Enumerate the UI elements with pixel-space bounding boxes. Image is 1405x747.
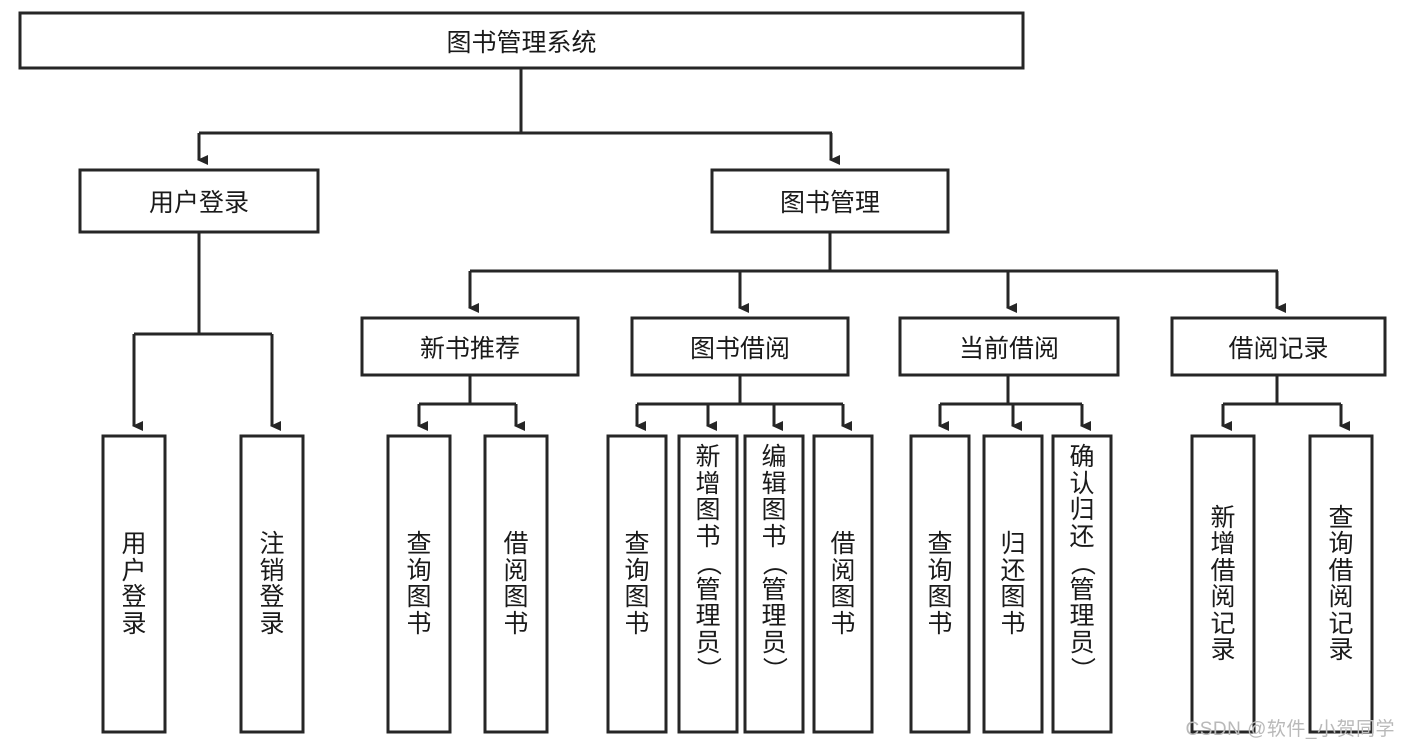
node-leaf-query-record[interactable] bbox=[1308, 434, 1374, 734]
node-leaf-query-book-1[interactable] bbox=[386, 434, 452, 734]
node-leaf-return-book[interactable] bbox=[982, 434, 1044, 734]
connector-root-bus bbox=[199, 68, 832, 135]
node-current-borrow[interactable] bbox=[898, 316, 1120, 377]
node-leaf-add-record[interactable] bbox=[1190, 434, 1256, 734]
connector-book-borrow-bus bbox=[637, 375, 843, 406]
node-borrow-record[interactable] bbox=[1170, 316, 1387, 377]
node-leaf-edit-book[interactable] bbox=[743, 434, 805, 734]
node-leaf-query-book-3[interactable] bbox=[909, 434, 971, 734]
connector-borrow-record-bus bbox=[1223, 375, 1341, 406]
node-leaf-user-login[interactable] bbox=[101, 434, 167, 734]
node-leaf-borrow-book-1[interactable] bbox=[483, 434, 549, 734]
connector-new-book-recommend-bus bbox=[419, 375, 516, 406]
connector-user-login-bus bbox=[134, 232, 272, 336]
connector-current-borrow-bus bbox=[940, 375, 1082, 406]
connector-book-manage-bus bbox=[470, 232, 1278, 273]
node-leaf-user-logout[interactable] bbox=[239, 434, 305, 734]
node-leaf-confirm-return[interactable] bbox=[1051, 434, 1113, 734]
watermark: CSDN @软件_小贺同学 bbox=[1185, 719, 1395, 740]
node-root[interactable] bbox=[18, 11, 1025, 70]
node-leaf-borrow-book-2[interactable] bbox=[812, 434, 874, 734]
node-leaf-query-book-2[interactable] bbox=[606, 434, 668, 734]
node-user-login[interactable] bbox=[78, 168, 320, 234]
node-new-book-recommend[interactable] bbox=[360, 316, 580, 377]
node-book-borrow[interactable] bbox=[630, 316, 850, 377]
node-book-manage[interactable] bbox=[710, 168, 950, 234]
node-leaf-add-book[interactable] bbox=[677, 434, 739, 734]
